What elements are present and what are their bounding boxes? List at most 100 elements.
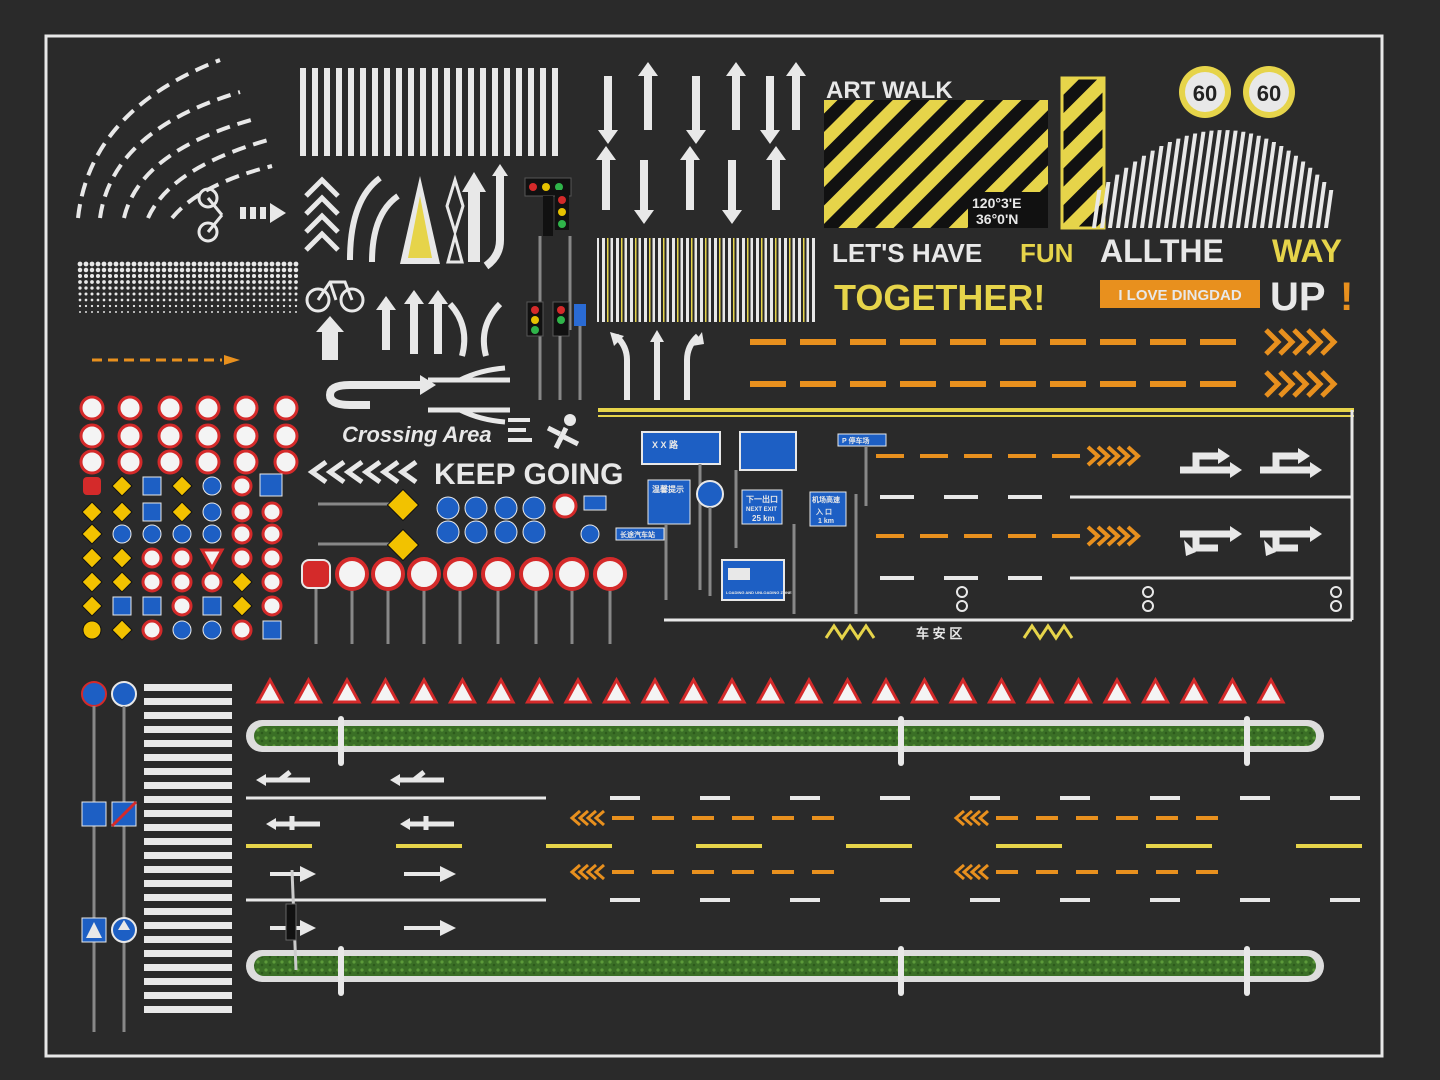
prohibition-sign-icon	[171, 571, 193, 593]
bicycle-icon	[956, 586, 1342, 612]
warning-triangle-icon	[370, 676, 401, 704]
uturn-arrow-icon	[325, 381, 420, 409]
warning-triangle-icon	[755, 676, 786, 704]
warning-sign-icon	[111, 547, 133, 569]
arrow-icon	[613, 333, 701, 400]
prohibition-sign-icon	[481, 557, 515, 591]
prohibition-sign-icon	[141, 619, 163, 641]
mandatory-sign-icon	[142, 524, 162, 544]
prohibition-sign-icon	[195, 449, 221, 475]
info-sign-icon	[142, 596, 162, 616]
info-sign-icon	[583, 495, 607, 511]
mandatory-sign-row	[436, 493, 607, 544]
mandatory-sign-icon	[436, 496, 460, 520]
warning-sign-icon	[82, 620, 102, 640]
orange-lane-line	[750, 328, 1338, 398]
warning-triangle-icon	[1025, 676, 1055, 704]
prohibition-sign-icon	[201, 571, 223, 593]
arrow-icon	[316, 316, 344, 360]
chevron-icon	[304, 176, 340, 252]
prohibition-sign-icon	[231, 475, 253, 497]
warning-sign-icon	[111, 571, 133, 593]
prohibition-sign-icon	[231, 523, 253, 545]
warning-sign-icon	[171, 501, 193, 523]
coord-east-text: 120°3'E	[972, 195, 1021, 211]
warning-sign-icon	[81, 501, 103, 523]
mandatory-sign-icon	[494, 496, 518, 520]
up-text: UP	[1270, 275, 1326, 319]
prohibition-sign-icon	[552, 493, 578, 519]
warning-sign-icon	[111, 475, 133, 497]
prohibition-sign-icon	[555, 557, 589, 591]
warning-triangle-icon	[255, 676, 1286, 704]
warning-sign-icon	[81, 523, 103, 545]
turn-arrow-icon	[1180, 448, 1322, 556]
prohibition-sign-icon	[371, 557, 405, 591]
arrow-icon	[462, 164, 508, 270]
prohibition-sign-icon	[519, 557, 553, 591]
arrow-icon	[347, 175, 400, 263]
coord-north-text: 36°0'N	[976, 211, 1018, 227]
chevron-icon	[569, 809, 989, 881]
crossing-area-text: Crossing Area	[342, 422, 492, 447]
runner-icon	[508, 414, 580, 450]
svg-text:NEXT EXIT: NEXT EXIT	[746, 507, 777, 513]
warning-triangle-icon	[332, 676, 362, 704]
prohibition-sign-icon	[261, 547, 283, 569]
warning-triangle-icon	[601, 676, 632, 704]
prohibition-sign-icon	[231, 501, 253, 523]
info-sign-icon	[262, 620, 282, 640]
warning-triangle-icon	[640, 676, 670, 704]
svg-text:长途汽车站: 长途汽车站	[620, 530, 655, 539]
mandatory-sign-icon	[202, 620, 222, 640]
warning-triangle-icon	[1063, 676, 1094, 704]
svg-text:机场高速: 机场高速	[812, 495, 840, 504]
traffic-light-icon	[524, 177, 572, 400]
info-sign-icon	[112, 596, 132, 616]
way-text: WAY	[1272, 233, 1342, 269]
warning-triangle-icon	[255, 676, 285, 704]
sign-grid	[79, 395, 299, 641]
together-text: TOGETHER!	[834, 277, 1045, 318]
svg-text:1 km: 1 km	[818, 518, 834, 525]
warning-triangle-icon	[293, 676, 324, 704]
warning-triangle-icon	[678, 676, 709, 704]
prohibition-sign-icon	[261, 595, 283, 617]
prohibition-sign-icon	[195, 395, 221, 421]
fun-text: FUN	[1020, 238, 1073, 268]
warning-triangle-icon	[524, 676, 555, 704]
mandatory-sign-icon	[580, 524, 600, 544]
mandatory-sign-icon	[464, 520, 488, 544]
prohibition-sign-icon	[79, 423, 105, 449]
outer-frame	[44, 34, 1384, 1058]
warning-sign-icon	[111, 501, 133, 523]
i-love-text: I LOVE DINGDAD	[1118, 287, 1242, 304]
i-love-badge	[1100, 280, 1260, 308]
prohibition-sign-icon	[407, 557, 441, 591]
mandatory-sign-icon	[522, 496, 546, 520]
prohibition-sign-icon	[335, 557, 369, 591]
exclaim-text: !	[1340, 275, 1353, 319]
guide-sign: X X 路 温馨提示 长途汽车站 下一出口 NEXT EXIT 25 km 机场…	[615, 431, 887, 614]
prohibition-sign-icon	[171, 595, 193, 617]
warning-sign-icon	[318, 488, 420, 562]
prohibition-sign-icon	[117, 395, 143, 421]
lane-dashes	[876, 454, 1080, 580]
svg-text:入 口: 入 口	[815, 508, 832, 516]
mandatory-sign-icon	[172, 524, 192, 544]
warning-triangle-icon	[832, 676, 863, 704]
mandatory-sign-icon	[436, 520, 460, 544]
warning-triangle-icon	[1140, 676, 1171, 704]
svg-text:温馨提示: 温馨提示	[652, 484, 684, 494]
mandatory-sign-icon	[202, 524, 222, 544]
warning-triangle-icon	[986, 676, 1017, 704]
keep-going-text: KEEP GOING	[434, 458, 624, 491]
merge-arrow-icon	[428, 365, 510, 425]
mandatory-sign-icon	[522, 520, 546, 544]
svg-text:60: 60	[1257, 81, 1281, 106]
zigzag-marking	[824, 623, 1074, 641]
diamond-marking	[445, 174, 465, 238]
prohibition-sign-icon	[231, 619, 253, 641]
mandatory-sign-icon	[81, 681, 138, 1032]
